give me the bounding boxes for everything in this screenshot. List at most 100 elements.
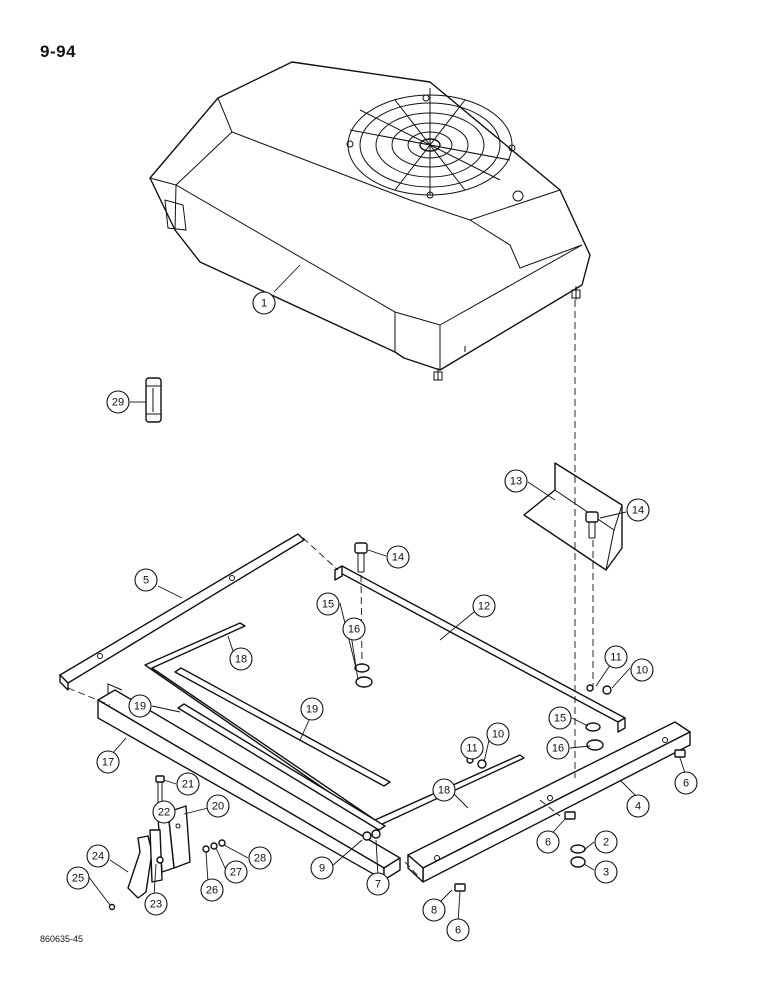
callout-8: 8 — [422, 898, 446, 922]
callout-circle — [310, 856, 334, 880]
drawing-code: 860635-45 — [40, 934, 84, 944]
assembly-lines — [67, 300, 594, 879]
callout-number: 13 — [510, 476, 522, 488]
callout-circle — [229, 647, 253, 671]
callout-10: 10 — [486, 722, 510, 746]
callout-number: 6 — [545, 837, 551, 849]
callout-number: 17 — [102, 757, 114, 769]
callout-28: 28 — [248, 846, 272, 870]
roof-cover — [149, 61, 591, 381]
callout-number: 10 — [636, 665, 648, 677]
callout-20: 20 — [206, 794, 230, 818]
callout-number: 25 — [72, 873, 84, 885]
callout-circle — [386, 545, 410, 569]
callout-circle — [86, 844, 110, 868]
callout-circle — [536, 830, 560, 854]
callout-number: 22 — [158, 807, 170, 819]
callout-number: 4 — [635, 801, 641, 813]
callout-circle — [252, 291, 276, 315]
callout-circle — [548, 706, 572, 730]
callout-circle — [472, 594, 496, 618]
callout-circle — [342, 617, 366, 641]
callout-25: 25 — [66, 866, 90, 890]
fuse — [145, 377, 162, 423]
callout-15: 15 — [548, 706, 572, 730]
callout-number: 14 — [632, 505, 644, 517]
callout-16: 16 — [546, 736, 570, 760]
side-rail — [334, 565, 626, 733]
callout-circle — [626, 794, 650, 818]
callout-circle — [604, 645, 628, 669]
callout-number: 3 — [603, 867, 609, 879]
callout-5: 5 — [134, 568, 158, 592]
front-rail — [59, 533, 305, 691]
callout-circle — [432, 778, 456, 802]
callout-circle — [128, 694, 152, 718]
callout-circle — [626, 498, 650, 522]
callout-number: 12 — [478, 601, 490, 613]
callout-number: 5 — [143, 575, 149, 587]
callout-7: 7 — [366, 872, 390, 896]
callout-number: 21 — [182, 779, 194, 791]
callout-number: 10 — [492, 729, 504, 741]
fan-grille — [346, 94, 516, 199]
seal-strip-upper — [174, 667, 391, 787]
callout-number: 8 — [431, 905, 437, 917]
callout-circle — [144, 892, 168, 916]
callout-number: 14 — [392, 552, 404, 564]
callout-number: 15 — [554, 713, 566, 725]
page-number: 9-94 — [40, 42, 77, 61]
callout-21: 21 — [176, 772, 200, 796]
callout-19: 19 — [300, 697, 324, 721]
callout-circle — [460, 736, 484, 760]
callout-circle — [486, 722, 510, 746]
callout-circle — [546, 736, 570, 760]
callout-23: 23 — [144, 892, 168, 916]
callout-circle — [200, 878, 224, 902]
callout-circle — [206, 794, 230, 818]
callout-15: 15 — [316, 592, 340, 616]
callout-number: 19 — [306, 704, 318, 716]
callout-11: 11 — [460, 736, 484, 760]
callout-number: 11 — [610, 652, 621, 664]
callout-number: 18 — [235, 654, 247, 666]
callout-number: 2 — [603, 837, 609, 849]
callout-19: 19 — [128, 694, 152, 718]
callout-18: 18 — [229, 647, 253, 671]
callout-18: 18 — [432, 778, 456, 802]
callout-17: 17 — [96, 750, 120, 774]
callout-number: 27 — [230, 867, 242, 879]
callout-number: 20 — [212, 801, 224, 813]
callout-circle — [66, 866, 90, 890]
callout-number: 28 — [254, 853, 266, 865]
callout-circle — [366, 872, 390, 896]
bolt-lower — [354, 542, 368, 573]
callout-22: 22 — [152, 800, 176, 824]
callout-24: 24 — [86, 844, 110, 868]
bracket-plate — [523, 462, 623, 571]
callout-26: 26 — [200, 878, 224, 902]
callout-number: 23 — [150, 899, 162, 911]
callout-9: 9 — [310, 856, 334, 880]
callout-number: 18 — [438, 785, 450, 797]
callout-circle — [152, 800, 176, 824]
callout-circle — [594, 860, 618, 884]
callout-circle — [594, 830, 618, 854]
callout-27: 27 — [224, 860, 248, 884]
callout-1: 1 — [252, 291, 276, 315]
callout-circle — [248, 846, 272, 870]
callout-circle — [96, 750, 120, 774]
callout-number: 16 — [552, 743, 564, 755]
callout-number: 7 — [375, 879, 381, 891]
callout-number: 6 — [683, 778, 689, 790]
callout-number: 6 — [455, 925, 461, 937]
callout-circle — [316, 592, 340, 616]
callout-circle — [446, 918, 470, 942]
callout-6: 6 — [446, 918, 470, 942]
callout-circle — [422, 898, 446, 922]
callout-circle — [630, 658, 654, 682]
callout-number: 26 — [206, 885, 218, 897]
callout-4: 4 — [626, 794, 650, 818]
